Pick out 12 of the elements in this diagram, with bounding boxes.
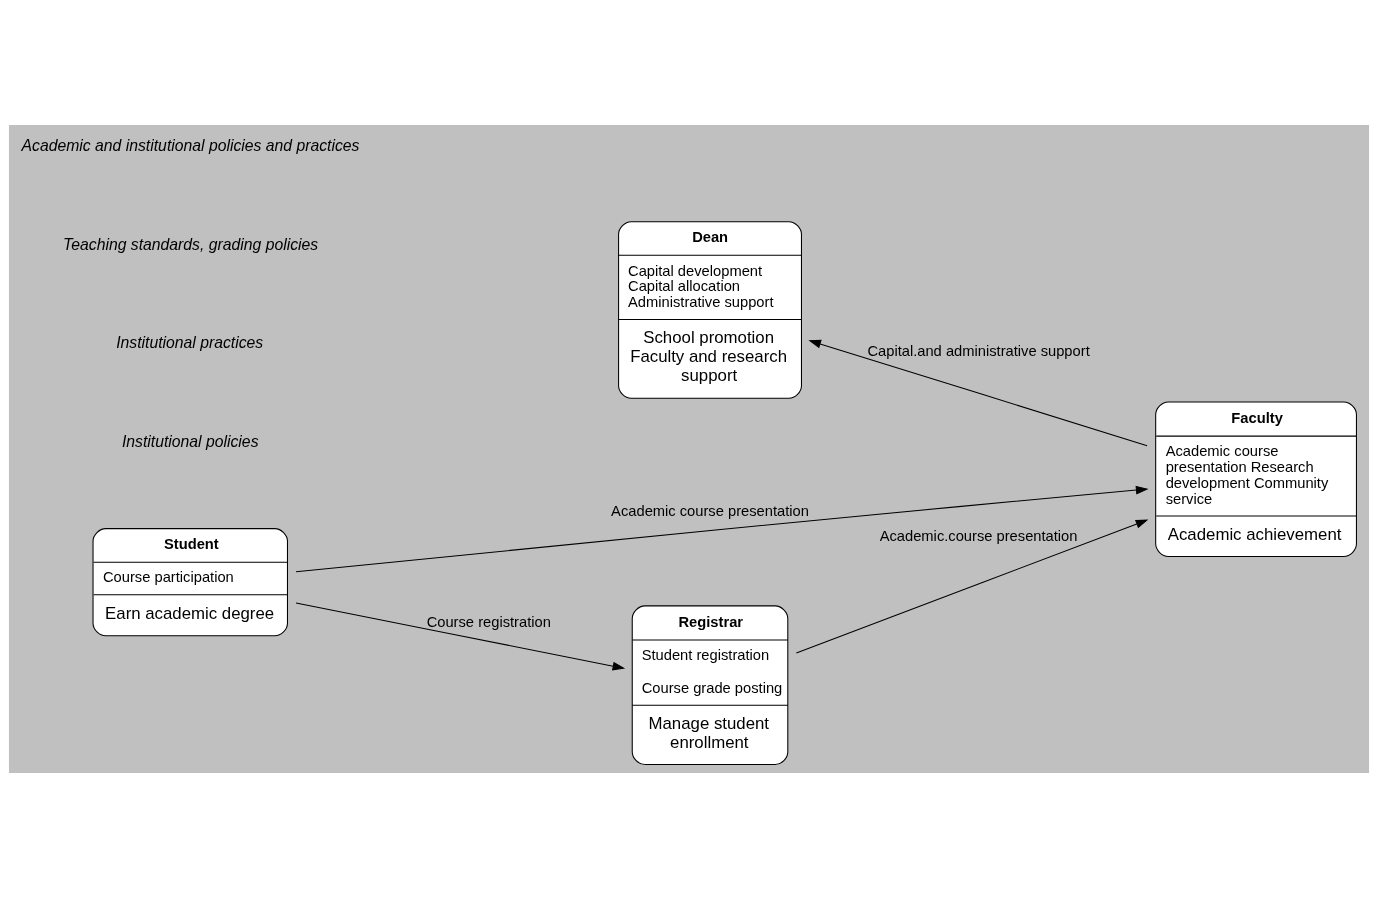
edge-label: Course registration <box>426 613 551 630</box>
label: Teaching standards, grading policies <box>63 235 319 253</box>
edge-label: Capital.and administrative support <box>867 342 1090 359</box>
arrow <box>295 485 1149 572</box>
label: Academic and institutional policies and practices <box>21 136 360 154</box>
arrow <box>295 602 626 670</box>
edge-label: Academic.course presentation <box>879 527 1078 544</box>
arrow <box>808 339 1148 446</box>
label: Institutional policies <box>121 432 259 450</box>
arrow <box>795 519 1149 653</box>
label: Institutional practices <box>116 333 264 351</box>
edge-label: Academic course presentation <box>611 502 809 519</box>
